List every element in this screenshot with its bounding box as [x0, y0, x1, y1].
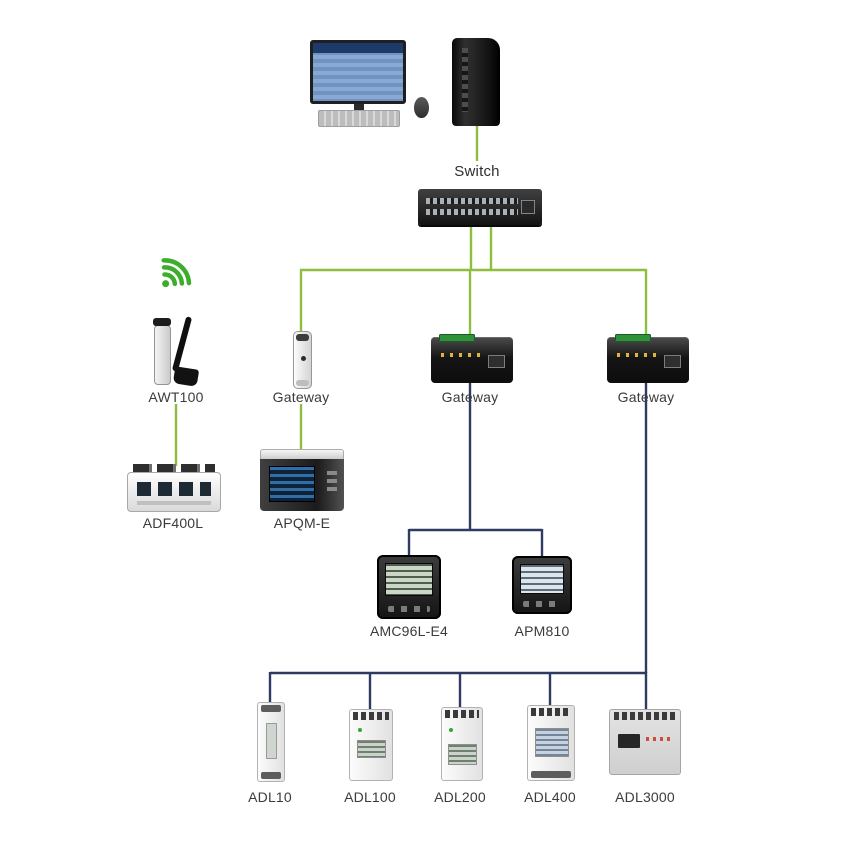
gateway2-label: Gateway — [441, 389, 499, 405]
adl3000-terminals — [614, 712, 676, 720]
apqm-e-front — [260, 459, 344, 511]
navy-wire-group — [268, 383, 648, 710]
adl200-lcd — [448, 744, 477, 765]
adl200-device — [441, 707, 483, 781]
adl10-device — [257, 702, 285, 782]
apqm-e-device — [260, 449, 344, 511]
amc96l-e4-device — [377, 555, 441, 619]
apqm-e-buttons — [327, 471, 337, 495]
tower-vent — [462, 48, 468, 112]
switch-label: Switch — [454, 163, 500, 180]
amc96l-e4-buttons — [388, 606, 430, 612]
gateway3-label: Gateway — [617, 389, 675, 405]
switch-device — [418, 189, 542, 225]
apm810-lcd — [520, 564, 564, 594]
apm810-buttons — [523, 601, 561, 607]
gateway2-leds — [441, 353, 483, 357]
amc96l-e4-lcd — [385, 563, 433, 596]
switch-ports-row2 — [426, 209, 518, 215]
adl100-label: ADL100 — [344, 789, 396, 805]
adl3000-device — [609, 709, 681, 775]
monitor — [310, 40, 406, 104]
apqm-e-label: APQM-E — [273, 515, 331, 531]
adl10-window — [266, 723, 277, 759]
gateway3-leds — [617, 353, 659, 357]
awt100-antenna — [171, 316, 193, 372]
gateway1-device — [293, 331, 312, 389]
adl200-label: ADL200 — [434, 789, 486, 805]
switch-uplink-port — [521, 200, 535, 214]
adl100-lcd — [357, 740, 386, 758]
adl3000-label: ADL3000 — [615, 789, 675, 805]
gateway1-led — [300, 356, 306, 361]
awt100-label: AWT100 — [148, 389, 204, 405]
adl400-label: ADL400 — [524, 789, 576, 805]
adf400l-device — [127, 464, 221, 512]
awt100-antenna-base — [172, 366, 200, 387]
wifi-dot — [162, 280, 170, 288]
gateway1-cap — [296, 334, 309, 341]
adl10-bottom-terminal — [261, 772, 281, 779]
server-tower — [452, 38, 500, 126]
adl3000-display — [618, 734, 640, 748]
awt100-cap — [153, 318, 171, 326]
adl200-terminals — [445, 710, 479, 718]
awt100-body — [154, 325, 171, 385]
adf400l-body — [127, 472, 221, 512]
gateway3-ethernet-port — [664, 355, 681, 368]
monitor-stand — [354, 104, 364, 113]
adl100-led — [358, 728, 362, 732]
adl400-lcd — [535, 728, 569, 757]
apm810-device — [512, 556, 572, 614]
computer-workstation — [306, 40, 436, 130]
keyboard — [318, 110, 400, 127]
adl200-led — [449, 728, 453, 732]
gateway2-ethernet-port — [488, 355, 505, 368]
adf400l-displays — [137, 482, 211, 496]
adl400-device — [527, 705, 575, 781]
adl400-terminals — [531, 708, 571, 716]
adl100-terminals — [353, 712, 389, 720]
awt100-device — [148, 316, 204, 392]
amc96l-e4-label: AMC96L-E4 — [369, 623, 449, 639]
switch-ports-row1 — [426, 198, 518, 204]
adl10-label: ADL10 — [248, 789, 292, 805]
adl100-device — [349, 709, 393, 781]
mouse — [414, 97, 429, 118]
adf400l-rail — [137, 501, 211, 505]
monitor-screen — [313, 43, 403, 101]
wifi-icon — [161, 258, 192, 288]
gateway3-device — [607, 334, 689, 383]
gateway3-terminal-block — [615, 334, 651, 342]
adf400l-label: ADF400L — [142, 515, 204, 531]
gateway2-terminal-block — [439, 334, 475, 342]
gateway1-foot — [296, 380, 309, 386]
adl400-bottom-terminal — [531, 771, 571, 778]
wifi-arcs — [161, 258, 192, 287]
adf400l-terminals — [133, 464, 215, 474]
apqm-e-screen — [269, 466, 315, 502]
gateway1-label: Gateway — [272, 389, 330, 405]
green-wire-group — [174, 126, 648, 466]
apm810-label: APM810 — [514, 623, 570, 639]
gateway2-device — [431, 334, 513, 383]
adl3000-leds — [646, 737, 672, 741]
adl10-top-terminal — [261, 705, 281, 712]
